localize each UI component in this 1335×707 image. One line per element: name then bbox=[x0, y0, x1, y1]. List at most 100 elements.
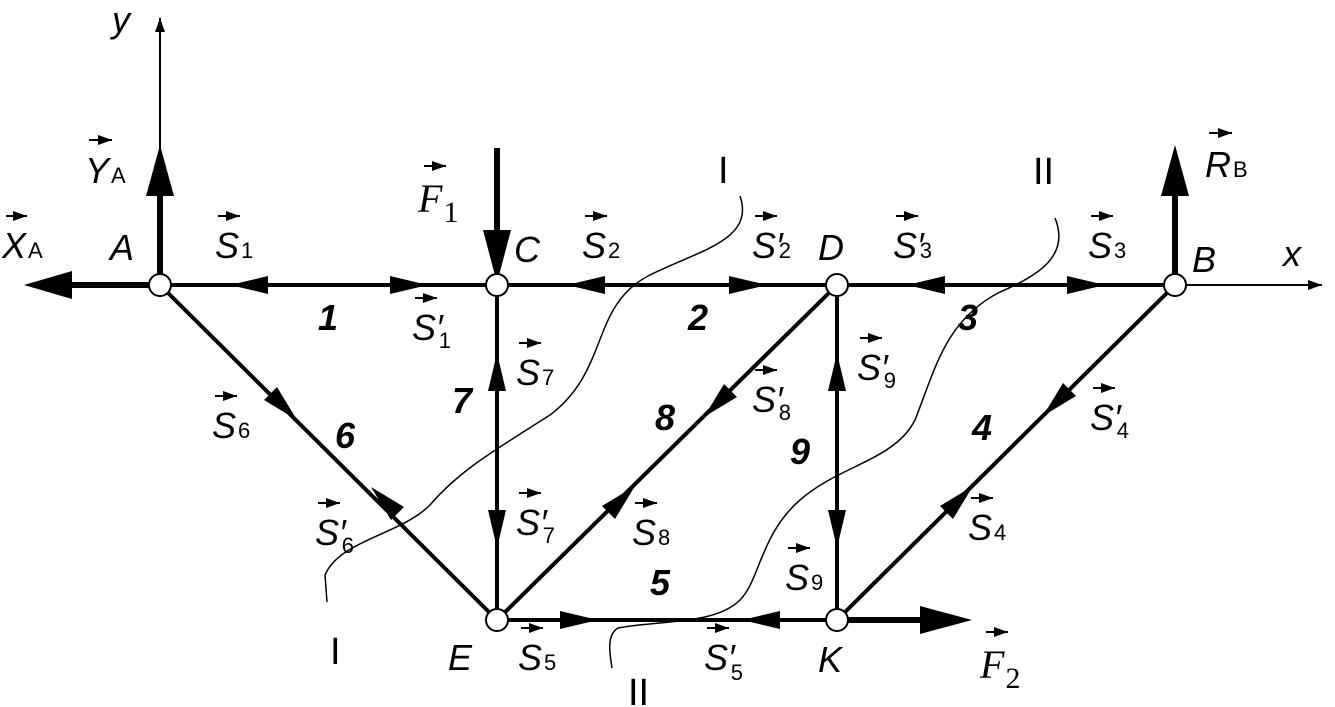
arrow-s7 bbox=[488, 353, 506, 391]
label-s2: S2 bbox=[582, 211, 620, 266]
svg-text:S′9: S′9 bbox=[857, 347, 896, 393]
member-number-8: 8 bbox=[655, 397, 675, 438]
joint-a bbox=[148, 273, 172, 297]
label-s7-prime: S′7 bbox=[516, 488, 555, 548]
section-label-i-top: I bbox=[718, 150, 729, 192]
svg-text:S8: S8 bbox=[632, 512, 670, 553]
label-s3: S3 bbox=[1088, 211, 1126, 266]
arrow-s9-prime bbox=[828, 353, 846, 391]
label-s2-prime: S′2 bbox=[752, 211, 791, 266]
x-axis-label: x bbox=[1281, 233, 1303, 274]
reaction-xa-arrowhead bbox=[24, 271, 72, 299]
section-label-ii-top: II bbox=[1033, 151, 1054, 193]
arrow-s8-prime bbox=[704, 384, 737, 417]
member-8 bbox=[495, 283, 839, 622]
truss-members bbox=[158, 283, 1177, 622]
label-s6: S6 bbox=[212, 391, 250, 446]
section-label-i-bottom: I bbox=[330, 631, 341, 673]
section-cut-ii bbox=[609, 217, 1060, 669]
arrow-s1 bbox=[230, 276, 268, 294]
svg-text:S4: S4 bbox=[968, 507, 1006, 548]
svg-text:S′5: S′5 bbox=[704, 637, 743, 685]
svg-text:F2: F2 bbox=[979, 642, 1020, 695]
label-f2: F2 bbox=[979, 627, 1020, 695]
svg-text:S′1: S′1 bbox=[412, 307, 451, 353]
force-labels: XA YA RB F1 F2 S1 S′1 bbox=[1, 128, 1248, 695]
label-s6-prime: S′6 bbox=[315, 498, 354, 558]
joints bbox=[148, 273, 1187, 632]
svg-text:S1: S1 bbox=[215, 225, 253, 266]
member-4 bbox=[835, 283, 1177, 622]
svg-text:S′4: S′4 bbox=[1090, 397, 1129, 443]
svg-text:S′7: S′7 bbox=[516, 502, 555, 548]
member-number-4: 4 bbox=[971, 407, 992, 448]
member-6 bbox=[158, 283, 499, 622]
svg-text:S′3: S′3 bbox=[893, 225, 932, 266]
reaction-ya-arrowhead bbox=[146, 145, 174, 196]
section-cut-i bbox=[324, 195, 744, 603]
arrow-s1-prime bbox=[390, 276, 428, 294]
member-force-arrows bbox=[230, 276, 1105, 629]
label-s4-prime: S′4 bbox=[1090, 383, 1129, 443]
svg-text:XA: XA bbox=[1, 225, 43, 266]
svg-text:YA: YA bbox=[85, 150, 126, 191]
svg-text:S7: S7 bbox=[516, 352, 554, 393]
joint-b bbox=[1163, 273, 1187, 297]
svg-text:S2: S2 bbox=[582, 225, 620, 266]
label-ya: YA bbox=[85, 135, 126, 191]
member-number-6: 6 bbox=[335, 415, 356, 456]
member-number-1: 1 bbox=[318, 297, 338, 338]
external-forces bbox=[24, 145, 1189, 634]
svg-text:S′2: S′2 bbox=[752, 225, 791, 266]
label-s8: S8 bbox=[632, 498, 670, 553]
svg-text:RB: RB bbox=[1205, 144, 1248, 185]
node-label-a: A bbox=[108, 227, 134, 268]
arrow-s5 bbox=[560, 611, 598, 629]
label-s9: S9 bbox=[785, 543, 823, 598]
load-f1-arrowhead bbox=[483, 230, 511, 283]
arrow-s6-prime bbox=[371, 487, 404, 520]
arrow-s2-prime bbox=[729, 276, 767, 294]
member-number-5: 5 bbox=[650, 562, 671, 603]
arrow-s9 bbox=[828, 510, 846, 548]
node-label-d: D bbox=[818, 227, 844, 268]
node-label-e: E bbox=[448, 637, 473, 678]
svg-text:S′6: S′6 bbox=[315, 512, 354, 558]
arrow-s7-prime bbox=[488, 510, 506, 548]
label-rb: RB bbox=[1205, 128, 1248, 185]
reaction-rb-arrowhead bbox=[1161, 145, 1189, 196]
label-s5: S5 bbox=[518, 623, 556, 678]
arrow-s3-prime bbox=[907, 276, 945, 294]
label-s1: S1 bbox=[215, 211, 253, 266]
joint-e bbox=[485, 608, 509, 632]
member-number-7: 7 bbox=[452, 380, 474, 421]
section-label-ii-bottom: II bbox=[628, 672, 649, 707]
member-number-9: 9 bbox=[790, 431, 810, 472]
arrow-s5-prime bbox=[742, 611, 780, 629]
member-number-2: 2 bbox=[687, 297, 708, 338]
arrow-s6 bbox=[264, 387, 297, 420]
svg-text:F1: F1 bbox=[417, 176, 458, 229]
arrow-s8 bbox=[602, 486, 635, 519]
arrow-s4 bbox=[940, 486, 973, 519]
svg-text:S9: S9 bbox=[785, 557, 823, 598]
label-s5-prime: S′5 bbox=[704, 623, 743, 685]
svg-text:S5: S5 bbox=[518, 637, 556, 678]
joint-k bbox=[825, 608, 849, 632]
node-label-c: C bbox=[514, 229, 541, 270]
arrow-s4-prime bbox=[1043, 383, 1076, 416]
svg-text:S6: S6 bbox=[212, 405, 250, 446]
label-s8-prime: S′8 bbox=[752, 365, 791, 425]
label-s9-prime: S′9 bbox=[857, 333, 896, 393]
label-s1-prime: S′1 bbox=[412, 293, 451, 353]
arrow-s2 bbox=[567, 276, 605, 294]
svg-text:S3: S3 bbox=[1088, 225, 1126, 266]
label-s7: S7 bbox=[516, 338, 554, 393]
label-xa: XA bbox=[1, 211, 43, 266]
label-s3-prime: S′3 bbox=[893, 211, 932, 266]
node-label-b: B bbox=[1192, 239, 1216, 280]
node-label-k: K bbox=[818, 639, 844, 680]
y-axis-label: y bbox=[109, 0, 132, 40]
label-f1: F1 bbox=[417, 161, 458, 229]
